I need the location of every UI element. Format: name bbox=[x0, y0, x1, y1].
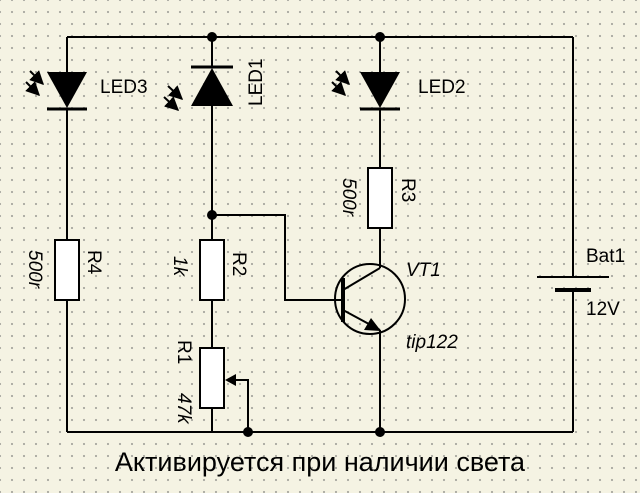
r2-resistor-body bbox=[199, 239, 225, 301]
r1-potentiometer bbox=[199, 347, 236, 409]
junction-dot bbox=[207, 32, 217, 42]
led3-diode-triangle bbox=[47, 72, 87, 108]
junctions bbox=[207, 32, 385, 437]
led3-symbol bbox=[25, 70, 87, 111]
r3-value-label: 500r bbox=[338, 178, 359, 217]
vt1-transistor bbox=[332, 263, 406, 335]
r1-value-label: 47k bbox=[173, 393, 194, 425]
r3-ref-label: R3 bbox=[397, 178, 418, 202]
r3-resistor-body bbox=[367, 167, 393, 229]
led1-diode-triangle bbox=[191, 68, 233, 106]
led1-light-arrow bbox=[163, 96, 180, 111]
led2-label: LED2 bbox=[418, 77, 466, 98]
led2-symbol bbox=[331, 70, 400, 111]
r1-ref-label: R1 bbox=[173, 340, 194, 364]
bat1-ref-label: Bat1 bbox=[586, 246, 625, 267]
diagram-caption: Активируется при наличии света bbox=[114, 447, 526, 477]
junction-dot bbox=[207, 210, 217, 220]
r1-wiper-arrow bbox=[225, 374, 236, 386]
led2-light-arrow bbox=[335, 70, 350, 85]
r1-resistor-body bbox=[199, 347, 225, 409]
led3-label: LED3 bbox=[100, 77, 148, 98]
r4-value-label: 500r bbox=[24, 250, 45, 289]
r2-ref-label: R2 bbox=[228, 252, 249, 276]
led2-light-arrow bbox=[331, 81, 346, 96]
wire-r1-wiper bbox=[228, 379, 249, 432]
vt1-value-label: tip122 bbox=[406, 332, 458, 353]
led2-diode-triangle bbox=[360, 72, 400, 108]
bat1-value-label: 12V bbox=[586, 299, 620, 320]
led3-light-arrow bbox=[25, 81, 40, 96]
r4-resistor-body bbox=[54, 239, 80, 301]
junction-dot bbox=[243, 427, 253, 437]
junction-dot bbox=[375, 32, 385, 42]
led1-light-arrow bbox=[167, 85, 184, 100]
vt1-emitter-arrow bbox=[364, 318, 381, 331]
r2-value-label: 1k bbox=[169, 256, 190, 278]
junction-dot bbox=[375, 427, 385, 437]
wire-base bbox=[212, 214, 332, 301]
bat1-battery bbox=[537, 276, 609, 292]
led1-symbol bbox=[163, 65, 233, 111]
vt1-ref-label: VT1 bbox=[406, 260, 441, 281]
r4-ref-label: R4 bbox=[83, 250, 104, 275]
vt1-collector-lead bbox=[342, 267, 381, 291]
led3-light-arrow bbox=[29, 70, 44, 85]
led1-label: LED1 bbox=[246, 58, 267, 106]
